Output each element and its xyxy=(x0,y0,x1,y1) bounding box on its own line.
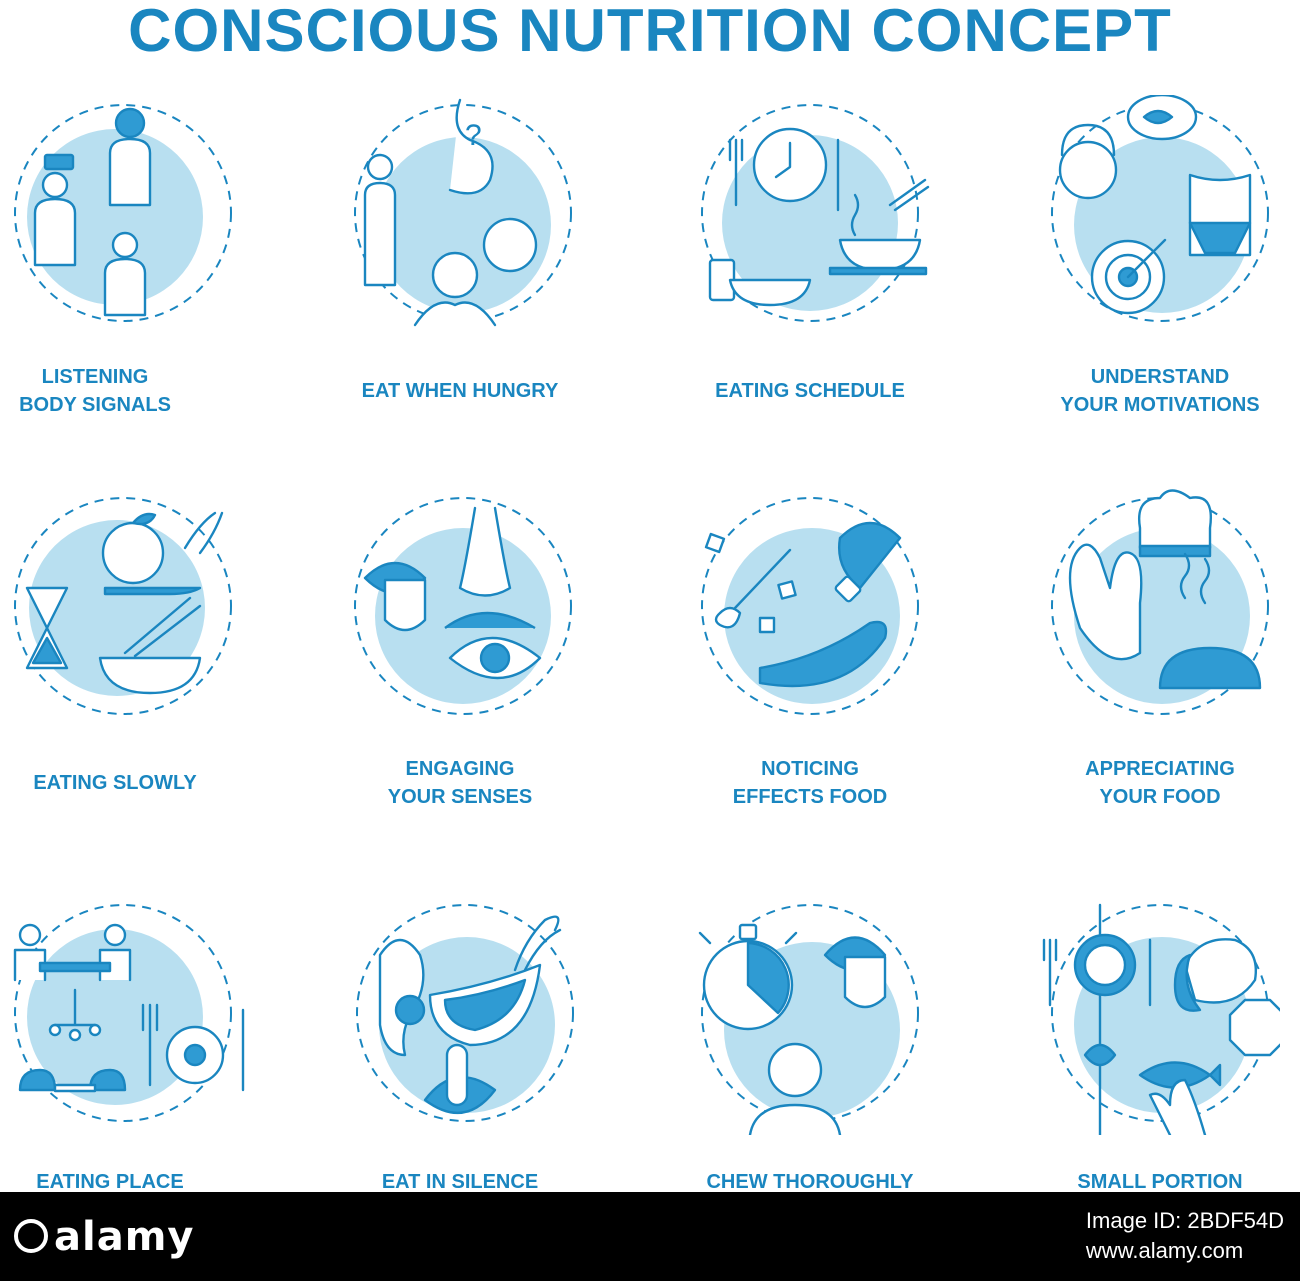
stopwatch-chew-icon xyxy=(690,895,930,1135)
item-label: EATING SCHEDULE xyxy=(715,380,905,402)
dining-table-icon xyxy=(5,895,245,1135)
item-label: EATING SLOWLY xyxy=(33,772,197,794)
site-link[interactable]: www.alamy.com xyxy=(1085,1238,1244,1263)
chef-bread-icon xyxy=(1040,488,1280,728)
brand-logo: alamy xyxy=(14,1214,194,1260)
senses-face-icon xyxy=(345,488,585,728)
logo-mark-icon xyxy=(14,1219,48,1253)
item-label: CHEW THOROUGHLY xyxy=(706,1171,914,1193)
image-id: Image ID: 2BDF54D xyxy=(1085,1208,1284,1233)
hungry-stomach-icon: ? xyxy=(345,95,585,335)
item-label: SMALL PORTION xyxy=(1077,1171,1243,1193)
item-label: EAT WHEN HUNGRY xyxy=(361,380,559,402)
footer-bar: alamy Image ID: 2BDF54D www.alamy.com xyxy=(0,1192,1300,1281)
item-label: EATING PLACE xyxy=(36,1171,184,1193)
hourglass-snail-icon xyxy=(5,488,245,728)
spice-pepper-icon xyxy=(690,488,930,728)
plate-portion-icon xyxy=(1040,895,1280,1135)
page-title: CONSCIOUS NUTRITION CONCEPT xyxy=(128,0,1172,64)
motivation-target-icon xyxy=(1040,95,1280,335)
ear-silence-icon xyxy=(345,895,585,1135)
clock-meal-icon xyxy=(690,95,930,335)
svg-text:?: ? xyxy=(465,119,482,152)
item-label: EAT IN SILENCE xyxy=(381,1171,539,1193)
body-signals-icon xyxy=(5,95,245,335)
image-meta: Image ID: 2BDF54D www.alamy.com xyxy=(1086,1206,1284,1266)
